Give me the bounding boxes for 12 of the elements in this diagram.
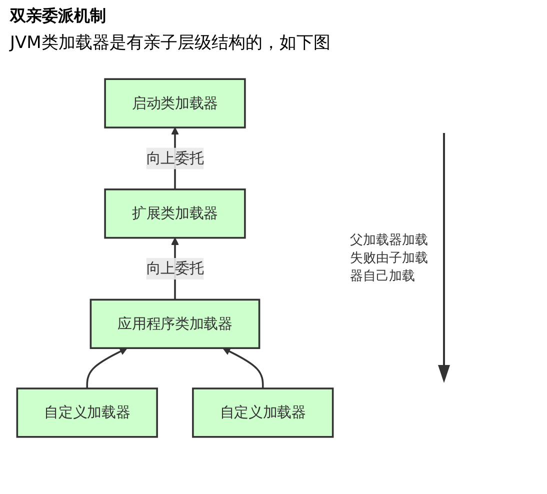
- node-box: 自定义加载器: [16, 388, 158, 438]
- note-text: 父加载器加载失败由子加载器自己加载: [350, 232, 429, 285]
- intro-text: JVM类加载器是有亲子层级结构的，如下图: [10, 32, 330, 54]
- arrow: [222, 348, 264, 388]
- edge-label: 向上委托: [146, 260, 204, 277]
- edge-label: 向上委托: [146, 149, 204, 167]
- node-box: 应用程序类加载器: [90, 298, 260, 350]
- node-box: 扩展类加载器: [104, 188, 246, 239]
- node-box: 自定义加载器: [192, 388, 334, 438]
- arrow: [86, 348, 128, 388]
- node-box: 启动类加载器: [104, 78, 246, 128]
- title: 双亲委派机制: [10, 6, 106, 27]
